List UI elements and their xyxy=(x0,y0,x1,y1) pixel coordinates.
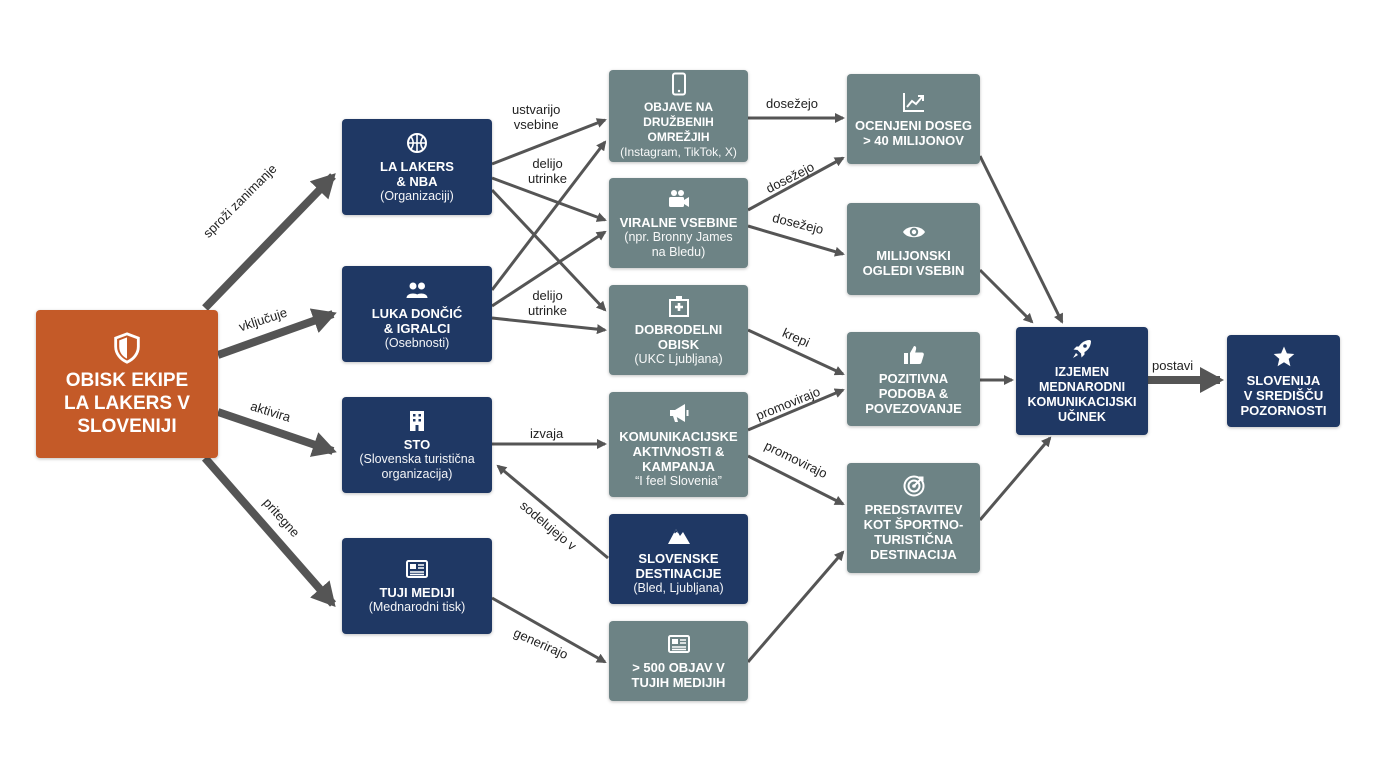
node-media-title: TUJI MEDIJI xyxy=(379,585,455,600)
edge-lakers-viral xyxy=(491,176,607,222)
node-root-title: OBISK EKIPE LA LAKERS V SLOVENIJI xyxy=(64,369,190,437)
shield-icon xyxy=(110,331,144,365)
node-luka-title: LUKA DONČIĆ & IGRALCI xyxy=(371,305,463,336)
edge-viral-views xyxy=(747,224,845,257)
edge-root-media xyxy=(201,455,337,608)
node-lakers: LA LAKERS & NBA (Organizaciji) xyxy=(342,119,492,215)
node-destinations-title: SLOVENSKE DESTINACIJE xyxy=(635,550,722,581)
node-charity-sub: (UKC Ljubljana) xyxy=(634,351,723,366)
node-luka-sub: (Osebnosti) xyxy=(384,335,450,350)
node-spotlight-title: SLOVENIJA V SREDIŠČU POZORNOSTI xyxy=(1240,372,1327,418)
edge-articles-destination xyxy=(746,550,845,663)
edge-destination-impact xyxy=(978,436,1052,521)
node-impact: IZJEMEN MEDNARODNI KOMUNIKACIJSKI UČINEK xyxy=(1016,327,1148,435)
edge-root-luka xyxy=(216,308,337,359)
node-viral: VIRALNE VSEBINE (npr. Bronny James na Bl… xyxy=(609,178,748,268)
node-articles-title: > 500 OBJAV V TUJIH MEDIJIH xyxy=(631,660,726,690)
node-views: MILIJONSKI OGLEDI VSEBIN xyxy=(847,203,980,295)
node-sto: STO (Slovenska turistična organizacija) xyxy=(342,397,492,493)
node-image: POZITIVNA PODOBA & POVEZOVANJE xyxy=(847,332,980,426)
edge-label-postavi: postavi xyxy=(1152,358,1194,373)
building-icon xyxy=(405,409,429,433)
node-root: OBISK EKIPE LA LAKERS V SLOVENIJI xyxy=(36,310,218,458)
edge-label-dosezejo-1: dosežejo xyxy=(766,96,819,111)
edge-root-lakers xyxy=(202,173,336,311)
node-campaign: KOMUNIKACIJSKE AKTIVNOSTI & KAMPANJA “I … xyxy=(609,392,748,497)
node-media-sub: (Mednarodni tisk) xyxy=(368,600,466,614)
edge-label-delijo-2: delijo utrinke xyxy=(528,288,568,318)
node-destinations: SLOVENSKE DESTINACIJE (Bled, Ljubljana) xyxy=(609,514,748,604)
node-sto-title: STO xyxy=(403,436,431,452)
edge-root-sto xyxy=(216,408,337,457)
edge-media-articles xyxy=(491,596,607,664)
target-icon xyxy=(902,474,926,498)
node-reach: OCENJENI DOSEG > 40 MILIJONOV xyxy=(847,74,980,164)
node-articles: > 500 OBJAV V TUJIH MEDIJIH xyxy=(609,621,748,701)
megaphone-icon xyxy=(667,401,691,425)
thumbs-up-icon xyxy=(902,343,926,367)
edge-reach-impact xyxy=(978,155,1064,324)
node-social: OBJAVE NA DRUŽBENIH OMREŽJIH (Instagram,… xyxy=(609,70,748,162)
node-destinations-sub: (Bled, Ljubljana) xyxy=(633,580,724,595)
node-image-title: POZITIVNA PODOBA & POVEZOVANJE xyxy=(865,370,962,416)
node-luka: LUKA DONČIĆ & IGRALCI (Osebnosti) xyxy=(342,266,492,362)
hospital-icon xyxy=(667,294,691,318)
newspaper-icon xyxy=(405,557,429,581)
node-charity: DOBRODELNI OBISK (UKC Ljubljana) xyxy=(609,285,748,375)
phone-icon xyxy=(667,72,691,96)
node-views-title: MILIJONSKI OGLEDI VSEBIN xyxy=(862,248,965,278)
edge-label-izvaja: izvaja xyxy=(530,426,564,441)
edge-charity-image xyxy=(747,328,845,376)
edge-lakers-charity xyxy=(490,188,607,312)
edge-lakers-social xyxy=(491,118,607,166)
edge-label-delijo-1: delijo utrinke xyxy=(528,156,568,186)
node-viral-sub: (npr. Bronny James na Bledu) xyxy=(624,229,733,259)
camera-icon xyxy=(667,187,691,211)
node-charity-title: DOBRODELNI OBISK xyxy=(634,321,723,352)
edge-luka-charity xyxy=(491,316,607,335)
node-lakers-sub: (Organizaciji) xyxy=(380,188,454,203)
newspaper-icon xyxy=(667,632,691,656)
eye-icon xyxy=(902,220,926,244)
node-lakers-title: LA LAKERS & NBA xyxy=(380,158,454,189)
node-sto-sub: (Slovenska turistična organizacija) xyxy=(359,451,475,481)
edge-views-impact xyxy=(978,268,1034,324)
edge-destinations-sto xyxy=(496,464,609,560)
edge-campaign-image xyxy=(747,388,845,432)
node-campaign-title: KOMUNIKACIJSKE AKTIVNOSTI & KAMPANJA xyxy=(619,428,738,474)
node-impact-title: IZJEMEN MEDNARODNI KOMUNIKACIJSKI UČINEK xyxy=(1027,365,1137,424)
node-viral-title: VIRALNE VSEBINE xyxy=(619,214,738,230)
node-social-title: OBJAVE NA DRUŽBENIH OMREŽJIH xyxy=(643,100,714,144)
edge-campaign-destination xyxy=(747,454,845,506)
rocket-icon xyxy=(1070,337,1094,361)
node-campaign-sub: “I feel Slovenia” xyxy=(635,473,722,488)
node-spotlight: SLOVENIJA V SREDIŠČU POZORNOSTI xyxy=(1227,335,1340,427)
node-destination-pres-title: PREDSTAVITEV KOT ŠPORTNO- TURISTIČNA DES… xyxy=(863,502,964,562)
mountain-icon xyxy=(667,523,691,547)
node-reach-title: OCENJENI DOSEG > 40 MILIJONOV xyxy=(854,118,973,148)
edge-viral-reach xyxy=(747,156,845,212)
edge-luka-viral xyxy=(491,230,607,308)
node-social-sub: (Instagram, TikTok, X) xyxy=(620,145,737,159)
people-icon xyxy=(405,278,429,302)
chart-icon xyxy=(902,90,926,114)
edge-label-ustvarijo: ustvarijo vsebine xyxy=(512,102,561,132)
node-destination-pres: PREDSTAVITEV KOT ŠPORTNO- TURISTIČNA DES… xyxy=(847,463,980,573)
node-media: TUJI MEDIJI (Mednarodni tisk) xyxy=(342,538,492,634)
star-icon xyxy=(1272,345,1296,369)
edge-luka-social xyxy=(490,140,607,291)
basketball-icon xyxy=(405,131,429,155)
